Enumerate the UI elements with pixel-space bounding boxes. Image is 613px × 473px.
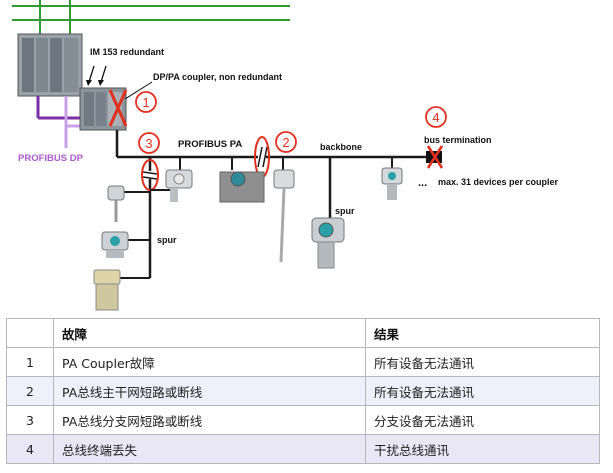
row-fault: PA总线分支网短路或断线: [53, 405, 366, 435]
marker-1: 1: [135, 91, 157, 113]
row-fault: PA Coupler故障: [53, 347, 366, 377]
bus-termination-label: bus termination: [424, 135, 492, 145]
row-number: 2: [6, 376, 54, 406]
row-number: 1: [6, 347, 54, 377]
table-header-row: 故障 结果: [6, 318, 600, 348]
marker-3: 3: [138, 132, 160, 154]
coupler-pointer: [124, 81, 153, 100]
max-devices-label: max. 31 devices per coupler: [438, 177, 559, 187]
top-bus-lines: [12, 0, 290, 34]
table-row: 2 PA总线主干网短路或断线 所有设备无法通讯: [6, 376, 600, 406]
header-number: [6, 318, 54, 348]
spur-left-label: spur: [157, 235, 177, 245]
coupler-label: DP/PA coupler, non redundant: [153, 72, 282, 82]
marker-4: 4: [425, 106, 447, 128]
fault-table: 故障 结果 1 PA Coupler故障 所有设备无法通讯 2 PA总线主干网短…: [6, 318, 600, 464]
header-fault: 故障: [53, 318, 366, 348]
im153-arrows-icon: [86, 65, 107, 86]
fault-4-cross-icon: [426, 145, 444, 169]
profibus-topology-diagram: PROFIBUS DP IM 153 redundant DP/PA coupl…: [12, 0, 559, 311]
profibus-pa-label: PROFIBUS PA: [178, 139, 242, 150]
backbone-label: backbone: [320, 142, 362, 152]
fault-1-cross-icon: [108, 89, 128, 127]
row-result: 所有设备无法通讯: [365, 347, 600, 377]
table-row: 3 PA总线分支网短路或断线 分支设备无法通讯: [6, 405, 600, 435]
marker-2: 2: [275, 131, 297, 153]
row-fault: PA总线主干网短路或断线: [53, 376, 366, 406]
level-probe-icon: [273, 169, 295, 263]
ellipsis-text: ...: [418, 177, 427, 189]
im153-label: IM 153 redundant: [90, 47, 164, 57]
table-row: 4 总线终端丢失 干扰总线通讯: [6, 434, 600, 464]
profibus-dp-label: PROFIBUS DP: [18, 153, 84, 164]
row-fault: 总线终端丢失: [53, 434, 366, 464]
flow-meter-icon: [165, 169, 193, 202]
plc-rack: [17, 33, 83, 97]
spur-right-label: spur: [335, 206, 355, 216]
row-result: 分支设备无法通讯: [365, 405, 600, 435]
pressure-transmitter-icon: [219, 171, 265, 203]
temperature-transmitter-icon: [107, 185, 125, 222]
radar-sensor-icon: [381, 167, 403, 200]
profibus-dp-lines: [36, 96, 80, 148]
radar-level-icon: [311, 217, 345, 269]
marker-2-label: 2: [282, 135, 289, 150]
ultrasonic-sensor-icon: [93, 269, 121, 311]
row-result: 所有设备无法通讯: [365, 376, 600, 406]
row-result: 干扰总线通讯: [365, 434, 600, 464]
positioner-icon: [101, 231, 129, 258]
marker-3-label: 3: [145, 136, 152, 151]
row-number: 3: [6, 405, 54, 435]
row-number: 4: [6, 434, 54, 464]
marker-4-label: 4: [432, 110, 439, 125]
table-row: 1 PA Coupler故障 所有设备无法通讯: [6, 347, 600, 377]
header-result: 结果: [365, 318, 600, 348]
marker-1-label: 1: [142, 95, 149, 110]
